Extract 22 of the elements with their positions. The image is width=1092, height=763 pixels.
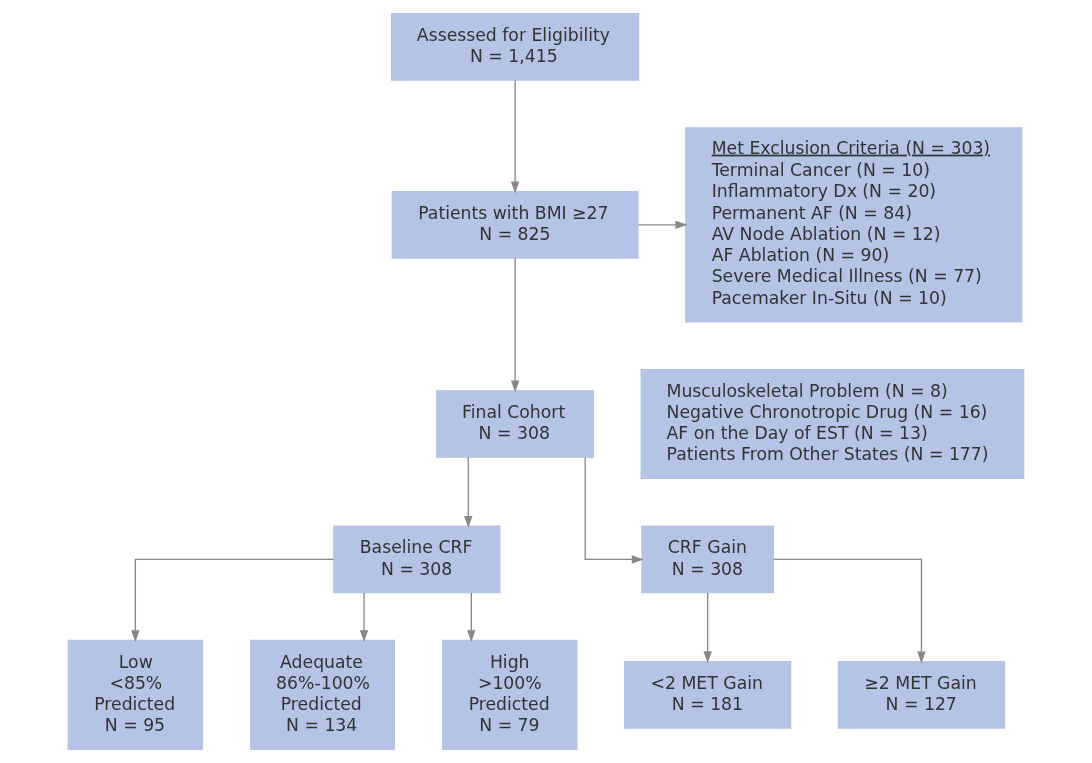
arrow — [467, 592, 476, 643]
arrow — [772, 558, 926, 664]
arrow — [637, 220, 688, 229]
node-box: Met Exclusion Criteria (N = 303) Terminal Cancer (N = 10) Inflammatory Dx (N = 20) Permanent AF (N = 84) AV Node Ablation (N = 12) AF Ablation (N = 90) Severe Medical Illness (N = 77) Pacemaker In-Situ (N = 10) — [685, 127, 1023, 323]
arrow — [359, 592, 369, 643]
node-box: Low <85% Predicted N = 95 — [67, 639, 204, 750]
node-box: <2 MET Gain N = 181 — [624, 661, 792, 729]
node-box: Baseline CRF N = 308 — [333, 525, 501, 594]
node-box: CRF Gain N = 308 — [641, 525, 775, 594]
node-box: Patients with BMI ≥27 N = 825 — [391, 190, 639, 259]
arrow — [510, 257, 520, 393]
arrow — [464, 456, 473, 528]
node-box: ≥2 MET Gain N = 127 — [837, 661, 1006, 729]
arrow — [510, 79, 520, 194]
node-box: Musculoskeletal Problem (N = 8) Negative Chronotropic Drug (N = 16) AF on the Day of EST (N = 13) Patients From Other States (N = 177) — [640, 368, 1025, 480]
node-box: Final Cohort N = 308 — [436, 390, 595, 458]
node-box: High >100% Predicted N = 79 — [442, 639, 578, 750]
node-box: Assessed for Eligibility N = 1,415 — [390, 13, 640, 81]
arrow — [703, 592, 712, 664]
arrow — [584, 456, 644, 564]
arrow — [131, 558, 335, 643]
node-box: Adequate 86%-100% Predicted N = 134 — [250, 639, 395, 750]
